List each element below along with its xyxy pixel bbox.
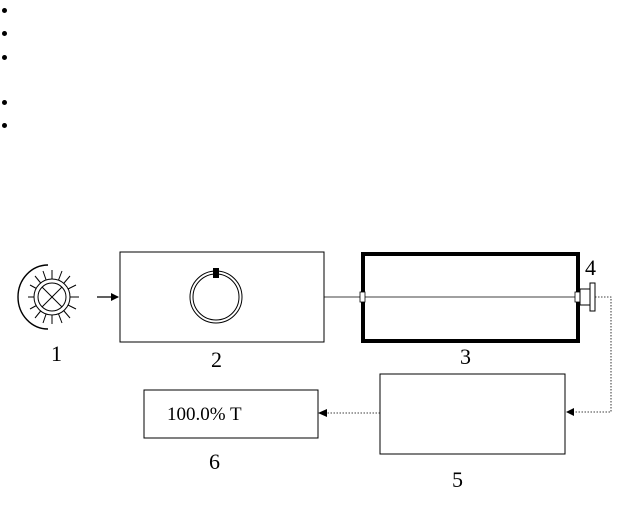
bullet-dot: [2, 123, 7, 128]
bullet-dot: [2, 8, 7, 13]
bullet-dot: [2, 55, 7, 60]
sample-cell-box: [361, 252, 580, 343]
signal-path-detector-to-processor: [568, 296, 612, 413]
monochromator-box: [119, 251, 325, 343]
signal-arrow: [318, 409, 327, 417]
label-monochromator: 2: [211, 347, 222, 372]
label-detector: 4: [585, 255, 596, 280]
readout-display-box: [143, 389, 319, 439]
label-sample-cell: 3: [460, 344, 471, 369]
label-readout: 6: [209, 449, 220, 474]
label-processor: 5: [452, 467, 463, 492]
bullet-dot: [2, 100, 7, 105]
cell-window-right: [574, 291, 581, 303]
label-source: 1: [51, 341, 62, 366]
processor-box: [379, 373, 566, 455]
light-source-lamp-icon: [17, 264, 79, 330]
detector-icon: [579, 282, 596, 312]
cell-window-left: [359, 291, 366, 303]
bullet-list: [0, 0, 20, 140]
readout-value: 100.0% T: [167, 404, 242, 425]
bullet-dot: [2, 31, 7, 36]
signal-arrow: [566, 408, 574, 416]
monochromator-dial-icon: [189, 268, 243, 324]
